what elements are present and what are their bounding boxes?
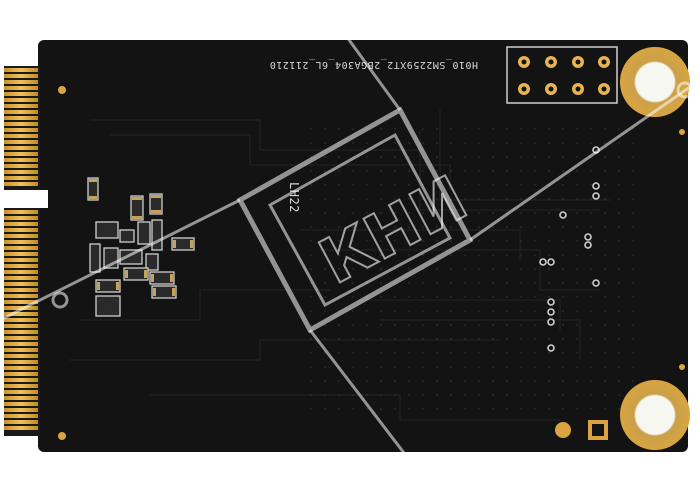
gold-fingers — [4, 68, 38, 430]
gold-finger — [4, 294, 38, 298]
gold-finger — [4, 228, 38, 232]
gold-finger — [4, 80, 38, 84]
gold-finger — [4, 146, 38, 150]
gold-finger — [4, 264, 38, 268]
gold-finger — [4, 122, 38, 126]
gold-finger — [4, 408, 38, 412]
gold-finger — [4, 222, 38, 226]
gold-finger — [4, 384, 38, 388]
gold-finger — [4, 312, 38, 316]
gold-finger — [4, 276, 38, 280]
test-pads — [58, 86, 685, 440]
gold-finger — [4, 170, 38, 174]
gold-finger — [4, 246, 38, 250]
gold-finger — [4, 324, 38, 328]
gold-finger — [4, 252, 38, 256]
gold-finger — [4, 288, 38, 292]
smd-components — [87, 177, 195, 317]
gold-finger — [4, 360, 38, 364]
gold-finger — [4, 234, 38, 238]
gold-finger — [4, 396, 38, 400]
gold-finger — [4, 216, 38, 220]
gold-finger — [4, 330, 38, 334]
jumper-header — [506, 46, 618, 104]
mounting-hole-bottom — [620, 380, 690, 450]
via-field — [300, 120, 640, 420]
gold-finger — [4, 74, 38, 78]
gold-finger — [4, 86, 38, 90]
gold-finger — [4, 378, 38, 382]
gold-finger — [4, 414, 38, 418]
gold-finger — [4, 258, 38, 262]
connector-notch — [0, 190, 48, 208]
gold-finger — [4, 342, 38, 346]
gold-finger — [4, 354, 38, 358]
gold-finger — [4, 134, 38, 138]
gold-finger — [4, 390, 38, 394]
silkscreen-part-number: H010_SM2259XT2_2BGA304_6L_211210 — [269, 59, 478, 70]
smd-component-caps — [89, 179, 193, 296]
gold-finger — [4, 68, 38, 72]
gold-finger — [4, 426, 38, 430]
gold-finger — [4, 282, 38, 286]
gold-finger — [4, 92, 38, 96]
gold-finger — [4, 110, 38, 114]
gold-finger — [4, 270, 38, 274]
gold-finger — [4, 402, 38, 406]
gold-finger — [4, 152, 38, 156]
gold-finger — [4, 182, 38, 186]
gold-finger — [4, 128, 38, 132]
gold-finger — [4, 140, 38, 144]
gold-finger — [4, 420, 38, 424]
gold-finger — [4, 366, 38, 370]
gold-finger — [4, 318, 38, 322]
via-pads — [539, 146, 600, 352]
gold-finger — [4, 158, 38, 162]
gold-finger — [4, 176, 38, 180]
gold-finger — [4, 372, 38, 376]
mounting-hole-top — [620, 47, 690, 117]
gold-finger — [4, 164, 38, 168]
gold-finger — [4, 336, 38, 340]
gold-finger — [4, 240, 38, 244]
gold-finger — [4, 98, 38, 102]
gold-finger — [4, 210, 38, 214]
gold-finger — [4, 116, 38, 120]
silkscreen-code: LH22 — [287, 182, 301, 213]
gold-finger — [4, 300, 38, 304]
gold-finger — [4, 348, 38, 352]
gold-finger — [4, 104, 38, 108]
